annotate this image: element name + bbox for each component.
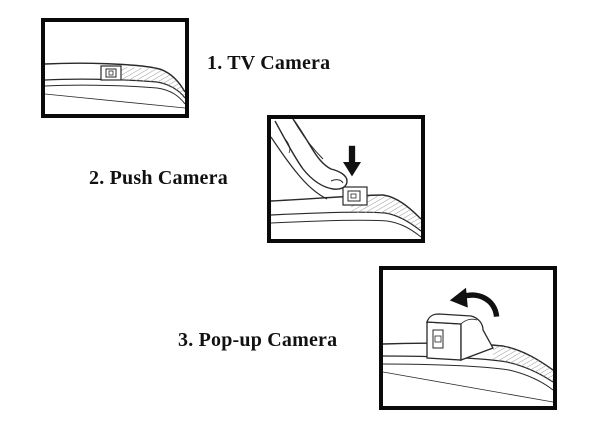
down-arrow-icon: [343, 145, 361, 177]
tv-camera-illustration: [45, 62, 185, 114]
step2-label: 2. Push Camera: [89, 167, 228, 189]
step3-illustration-frame: [379, 266, 557, 410]
curved-arrow-icon: [449, 287, 500, 318]
step3-label: 3. Pop-up Camera: [178, 329, 338, 351]
step1-illustration-frame: [41, 18, 189, 118]
hand-pushing-camera-illustration: [271, 119, 421, 238]
popup-camera-illustration: [383, 313, 553, 403]
step2-illustration-frame: [267, 115, 425, 243]
step1-label: 1. TV Camera: [207, 52, 331, 74]
